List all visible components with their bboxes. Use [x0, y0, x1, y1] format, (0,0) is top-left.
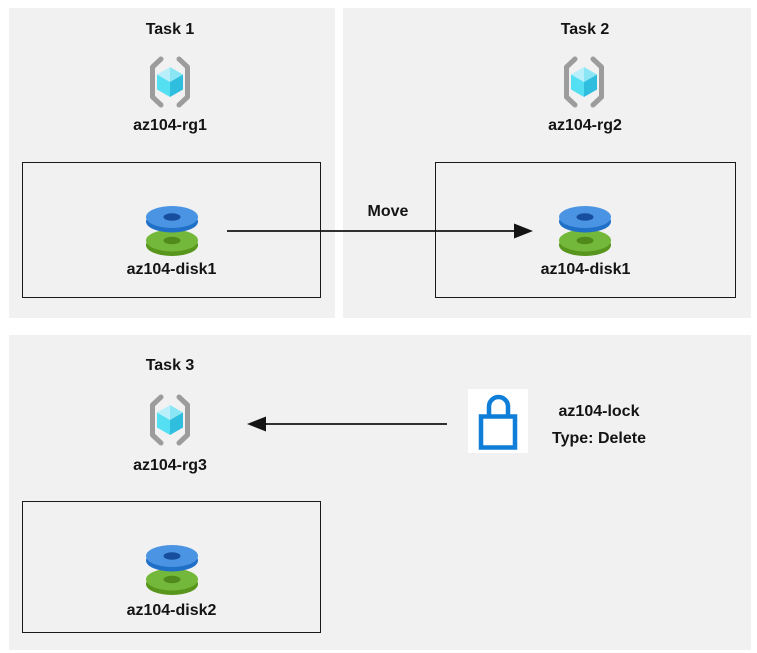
- task2-disk-box: az104-disk1: [435, 162, 736, 298]
- disk-icon: [146, 545, 198, 595]
- task1-panel: Task 1 az104-rg1 az104-disk1: [9, 8, 335, 318]
- resource-group-icon: [142, 54, 198, 110]
- task3-panel: Task 3 az104-rg3 az104-disk2: [9, 335, 751, 650]
- task3-resource-group-label: az104-rg3: [133, 457, 207, 474]
- disk-icon: [146, 206, 198, 256]
- lock-icon: [468, 389, 528, 453]
- task3-disk-label: az104-disk2: [126, 602, 217, 619]
- task1-title: Task 1: [145, 21, 195, 38]
- lock-label-block: az104-lock Type: Delete: [517, 398, 681, 452]
- lock-type-label: Type: Delete: [552, 430, 646, 447]
- resource-group-icon: [142, 392, 198, 448]
- lock-name-label: az104-lock: [558, 403, 640, 420]
- task1-disk-label: az104-disk1: [126, 261, 217, 278]
- disk-icon: [559, 206, 611, 256]
- task3-disk-box: az104-disk2: [22, 501, 321, 633]
- task1-disk-box: az104-disk1: [22, 162, 321, 298]
- task2-resource-group-label: az104-rg2: [548, 117, 622, 134]
- resource-group-icon: [556, 54, 612, 110]
- move-arrow-label: Move: [367, 203, 409, 220]
- task2-disk-label: az104-disk1: [540, 261, 631, 278]
- task2-panel: Task 2 az104-rg2 az104-disk1: [343, 8, 751, 318]
- padlock-glyph: [478, 394, 518, 450]
- task3-title: Task 3: [145, 357, 195, 374]
- task2-title: Task 2: [560, 21, 610, 38]
- task1-resource-group-label: az104-rg1: [133, 117, 207, 134]
